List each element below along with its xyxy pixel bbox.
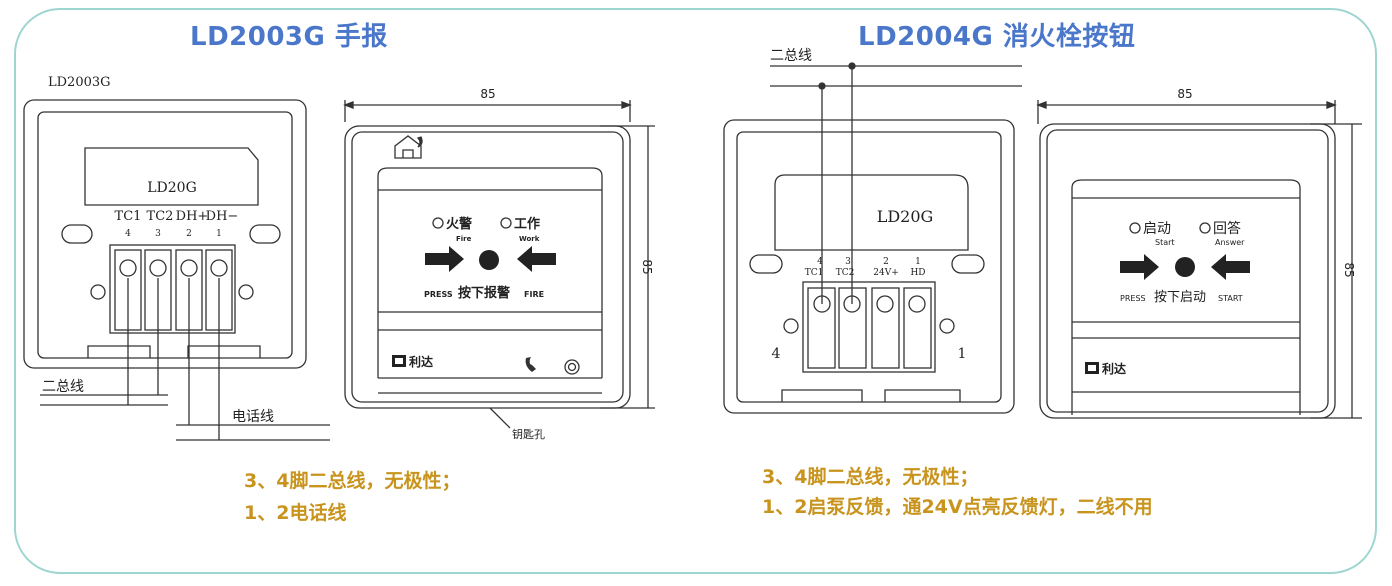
left-board-label: LD20G bbox=[147, 180, 197, 196]
right-action-label: 按下启动 bbox=[1154, 290, 1206, 305]
left-led-fire-en: Fire bbox=[456, 235, 472, 243]
right-led-answer-en: Answer bbox=[1215, 238, 1245, 247]
right-front-view bbox=[1036, 100, 1362, 419]
right-height-dimension: 85 bbox=[1342, 262, 1356, 277]
right-brand-logo: 利达 bbox=[1102, 361, 1126, 376]
right-led-start-en: Start bbox=[1155, 238, 1175, 247]
right-screw-label-4: 4 bbox=[772, 346, 781, 362]
outer-frame bbox=[14, 8, 1377, 574]
right-terminal-number: 1 bbox=[915, 257, 921, 267]
right-terminal-label: TC1 bbox=[805, 268, 824, 278]
right-back-view bbox=[723, 65, 1022, 414]
right-terminal-label: TC2 bbox=[836, 268, 855, 278]
key-hole-label: 钥匙孔 bbox=[512, 427, 545, 441]
right-led-answer-label: 回答 bbox=[1213, 220, 1241, 237]
right-terminal-number: 3 bbox=[845, 257, 851, 267]
left-fire-label: FIRE bbox=[524, 290, 544, 299]
left-terminal-label: TC1 bbox=[115, 209, 142, 224]
right-board-label: LD20G bbox=[877, 207, 934, 226]
right-led-start-label: 启动 bbox=[1143, 221, 1171, 237]
left-terminal-number: 3 bbox=[155, 229, 161, 239]
left-terminal-label: DH+ bbox=[176, 209, 209, 224]
left-terminal-number: 1 bbox=[216, 229, 222, 239]
left-back-view bbox=[23, 99, 330, 441]
right-note-line-2: 1、2启泵反馈，通24V点亮反馈灯，二线不用 bbox=[762, 496, 1153, 518]
right-terminal-number: 4 bbox=[817, 257, 823, 267]
right-screw-label-1: 1 bbox=[958, 346, 967, 362]
left-led-fire-label: 火警 bbox=[446, 216, 472, 232]
left-brand-logo: 利达 bbox=[409, 354, 433, 369]
right-terminal-number: 2 bbox=[883, 257, 889, 267]
right-press-label: PRESS bbox=[1120, 294, 1146, 303]
left-front-view bbox=[343, 100, 655, 429]
left-note-line-2: 1、2电话线 bbox=[244, 502, 347, 524]
left-height-dimension: 85 bbox=[640, 259, 654, 274]
right-note-line-1: 3、4脚二总线，无极性； bbox=[762, 466, 979, 488]
left-bus-wire-label: 二总线 bbox=[42, 379, 84, 395]
left-led-work-label: 工作 bbox=[514, 216, 540, 232]
left-terminal-label: DH− bbox=[206, 209, 239, 224]
left-width-dimension: 85 bbox=[480, 87, 495, 101]
left-action-label: 按下报警 bbox=[458, 285, 510, 301]
right-terminal-label: HD bbox=[910, 268, 925, 278]
left-title: LD2003G 手报 bbox=[190, 22, 388, 52]
right-terminal-label: 24V+ bbox=[873, 268, 899, 278]
right-title: LD2004G 消火栓按钮 bbox=[858, 22, 1136, 52]
left-led-work-en: Work bbox=[519, 235, 540, 243]
left-terminal-label: TC2 bbox=[147, 209, 174, 224]
right-bus-wire-label: 二总线 bbox=[770, 48, 812, 64]
left-phone-wire-label: 电话线 bbox=[232, 409, 274, 425]
right-width-dimension: 85 bbox=[1177, 87, 1192, 101]
left-press-label: PRESS bbox=[424, 290, 453, 299]
left-terminal-number: 4 bbox=[125, 229, 131, 239]
left-model-tag: LD2003G bbox=[48, 75, 111, 90]
left-note-line-1: 3、4脚二总线，无极性； bbox=[244, 470, 461, 492]
left-terminal-number: 2 bbox=[186, 229, 192, 239]
right-start-label: START bbox=[1218, 294, 1243, 303]
